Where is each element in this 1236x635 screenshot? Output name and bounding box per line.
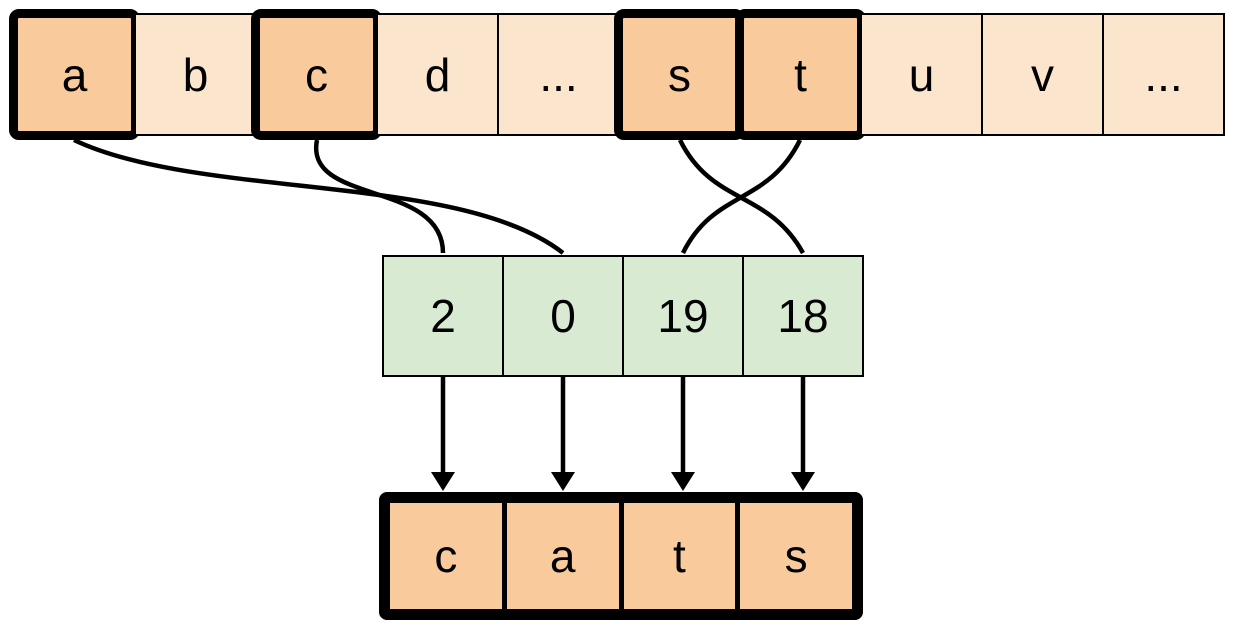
alphabet-cell-c-label: c: [305, 48, 328, 101]
alphabet-cell-a-label: a: [61, 48, 88, 101]
alphabet-cell-ellipsis-1-label: ...: [539, 48, 578, 101]
index-cell-19: 19: [622, 255, 744, 377]
alphabet-cell-ellipsis-2: ...: [1102, 13, 1225, 136]
result-cell-t: t: [621, 501, 738, 611]
alphabet-cell-t-label: t: [794, 48, 807, 101]
alphabet-cell-v-label: v: [1031, 48, 1054, 101]
result-cell-a: a: [504, 501, 621, 611]
arrow-18-to-s: [791, 377, 815, 491]
result-word-array: c a t s: [379, 492, 863, 620]
alphabet-cell-t: t: [735, 9, 866, 140]
result-cell-c: c: [388, 501, 504, 611]
index-cell-18: 18: [742, 255, 864, 377]
alphabet-cell-s-label: s: [668, 48, 691, 101]
index-cell-19-value: 19: [657, 290, 709, 342]
index-cell-0: 0: [502, 255, 624, 377]
index-cell-0-value: 0: [550, 290, 576, 342]
result-cell-a-letter: a: [549, 530, 576, 582]
alphabet-cell-ellipsis-2-label: ...: [1144, 48, 1183, 101]
alphabet-cell-c: c: [251, 9, 382, 140]
result-cell-c-letter: c: [434, 530, 458, 582]
index-cell-2-value: 2: [430, 290, 456, 342]
alphabet-cell-b: b: [134, 13, 257, 136]
alphabet-cell-u: u: [860, 13, 983, 136]
curve-a-to-0: [73, 137, 565, 255]
arrow-19-to-t: [671, 377, 695, 491]
result-cell-s: s: [738, 501, 854, 611]
index-cell-18-value: 18: [777, 290, 829, 342]
curve-c-to-2: [313, 139, 446, 254]
arrow-2-to-c: [431, 377, 455, 491]
alphabet-cell-s: s: [614, 9, 745, 140]
result-cell-s-letter: s: [784, 530, 808, 582]
alphabet-cell-ellipsis-1: ...: [497, 13, 620, 136]
curve-t-to-19: [680, 139, 803, 254]
arrow-0-to-a: [551, 377, 575, 491]
alphabet-cell-v: v: [981, 13, 1104, 136]
index-array: 2 0 19 18: [382, 255, 864, 377]
alphabet-cell-b-label: b: [182, 48, 209, 101]
alphabet-cell-d: d: [376, 13, 499, 136]
alphabet-cell-u-label: u: [908, 48, 935, 101]
alphabet-cell-a: a: [9, 9, 140, 140]
index-cell-2: 2: [382, 255, 504, 377]
alphabet-array: a b c d ... s t u v ...: [9, 9, 1225, 140]
result-cell-t-letter: t: [672, 530, 686, 582]
alphabet-cell-d-label: d: [424, 48, 451, 101]
